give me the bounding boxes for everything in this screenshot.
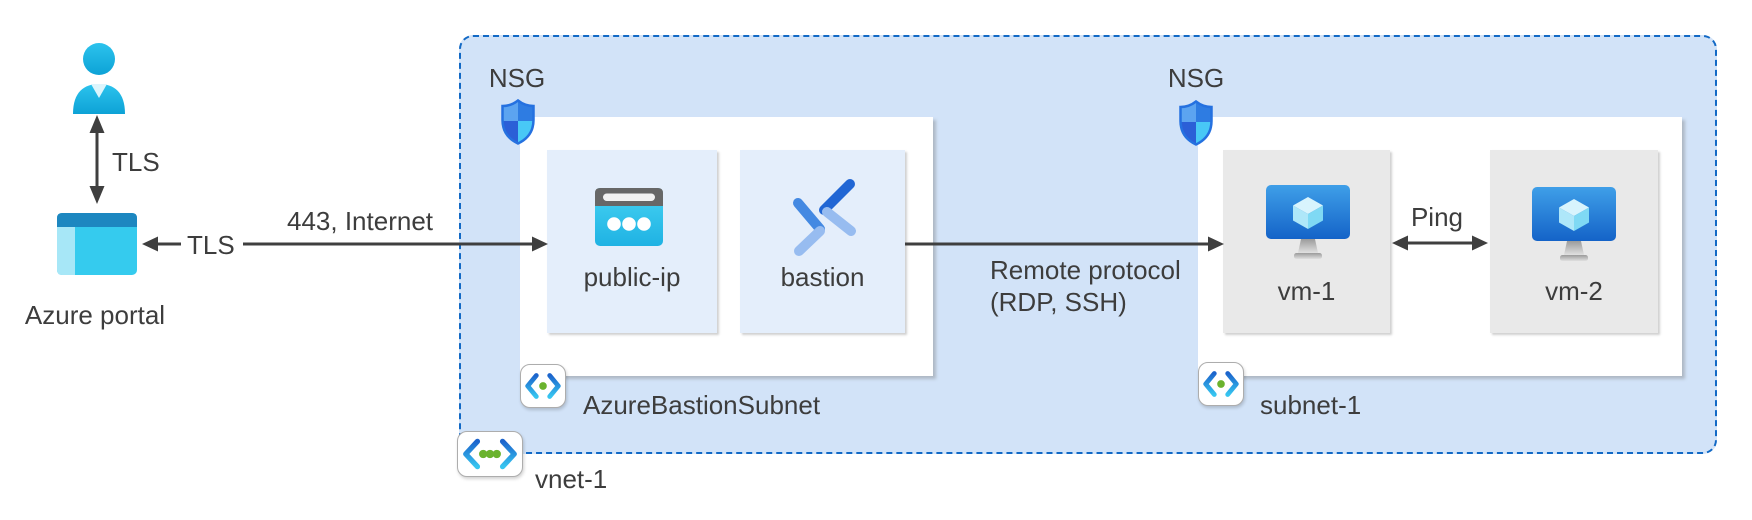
nsg-shield-icon xyxy=(501,99,535,145)
subnet-icon xyxy=(520,364,566,408)
subnet-1-label: subnet-1 xyxy=(1260,390,1362,420)
virtual-network-icon xyxy=(457,431,523,477)
vm-2-label: vm-2 xyxy=(1545,276,1603,306)
virtual-machine-icon xyxy=(1532,187,1616,261)
vm-1-label: vm-1 xyxy=(1277,276,1336,306)
internet-443-label: 443, Internet xyxy=(287,206,433,236)
subnet-icon xyxy=(1198,362,1244,406)
bastion-label: bastion xyxy=(780,262,865,292)
tls-user-portal-label: TLS xyxy=(112,147,160,177)
public-ip-icon xyxy=(595,188,663,246)
virtual-machine-icon xyxy=(1266,185,1350,259)
bastion-icon xyxy=(793,179,856,256)
subnet-chevron-glyph xyxy=(1203,371,1239,397)
ping-label: Ping xyxy=(1410,202,1464,232)
user-icon xyxy=(73,43,125,114)
remote-protocol-line2: (RDP, SSH) xyxy=(990,287,1127,317)
nsg-label-bastion-subnet: NSG xyxy=(488,63,546,93)
nsg-label-workload-subnet: NSG xyxy=(1167,63,1225,93)
bastion-box xyxy=(740,150,905,333)
remote-protocol-label: Remote protocol (RDP, SSH) xyxy=(990,254,1181,318)
remote-protocol-line1: Remote protocol xyxy=(990,255,1181,285)
vnet-1-label: vnet-1 xyxy=(535,464,608,494)
vnet-chevron-glyph xyxy=(463,438,517,470)
nsg-shield-icon xyxy=(1179,100,1213,146)
tls-portal-vnet-label: TLS xyxy=(187,230,235,260)
azure-portal-label: Azure portal xyxy=(24,300,166,330)
subnet-chevron-glyph xyxy=(525,373,561,399)
azure-portal-icon xyxy=(57,213,137,275)
arrow-user-portal xyxy=(89,115,105,204)
azure-bastion-subnet-label: AzureBastionSubnet xyxy=(583,390,821,420)
public-ip-label: public-ip xyxy=(583,262,681,292)
